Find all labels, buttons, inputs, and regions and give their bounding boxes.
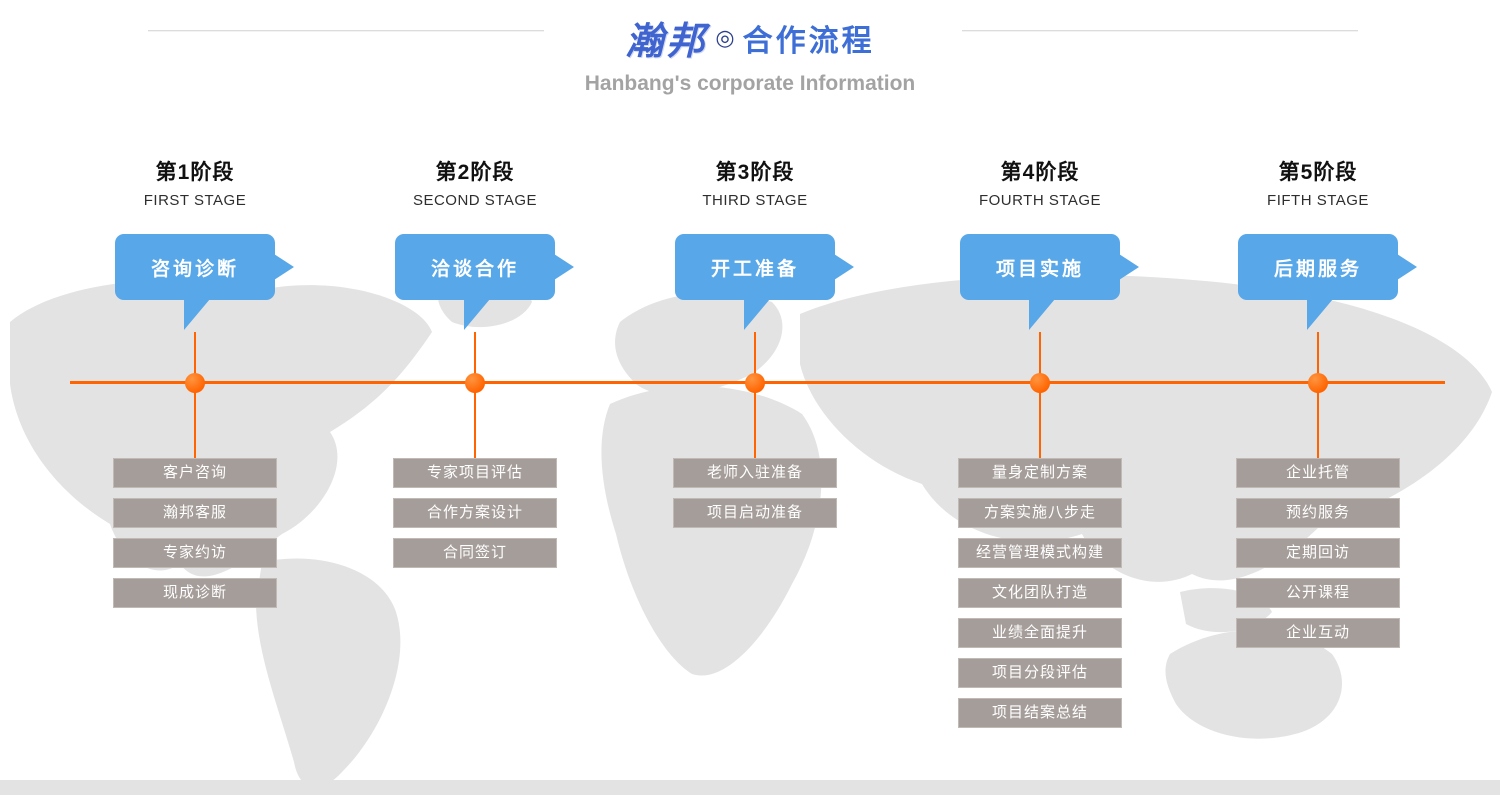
process-item: 项目分段评估 bbox=[958, 658, 1122, 688]
bubble-label: 后期服务 bbox=[1273, 258, 1362, 280]
process-item: 老师入驻准备 bbox=[673, 458, 837, 488]
page-title: 合作流程 bbox=[742, 24, 875, 58]
stage-number: 第4阶段 bbox=[1000, 161, 1080, 184]
process-item: 合作方案设计 bbox=[393, 498, 557, 528]
bubble-tail-icon bbox=[464, 299, 490, 330]
bubble-label: 项目实施 bbox=[995, 258, 1084, 280]
connector-line-bottom bbox=[194, 392, 196, 458]
bubble-label: 咨询诊断 bbox=[150, 258, 239, 280]
stage-items: 专家项目评估 合作方案设计 合同签订 bbox=[393, 458, 557, 578]
stage-name-en: THIRD STAGE bbox=[702, 192, 808, 209]
timeline-dot bbox=[1308, 373, 1328, 393]
process-item: 业绩全面提升 bbox=[958, 618, 1122, 648]
process-item: 客户咨询 bbox=[113, 458, 277, 488]
bubble-tail-icon bbox=[1029, 299, 1055, 330]
timeline-dot bbox=[465, 373, 485, 393]
bubble-tail-icon bbox=[1307, 299, 1333, 330]
stage-name-en: FOURTH STAGE bbox=[978, 192, 1102, 209]
process-item: 量身定制方案 bbox=[958, 458, 1122, 488]
stage-items: 老师入驻准备 项目启动准备 bbox=[673, 458, 837, 538]
process-item: 专家项目评估 bbox=[393, 458, 557, 488]
stage-name-en: FIRST STAGE bbox=[143, 192, 247, 209]
connector-line-bottom bbox=[474, 392, 476, 458]
stage-bubble: 洽谈合作 bbox=[395, 234, 574, 300]
process-item: 预约服务 bbox=[1236, 498, 1400, 528]
arrow-right-icon bbox=[274, 254, 294, 280]
stage-number: 第2阶段 bbox=[435, 161, 515, 184]
stage-column-2: 第2阶段 SECOND STAGE 洽谈合作 专家项目评估 合作方案设计 合同签… bbox=[360, 160, 590, 780]
arrow-right-icon bbox=[834, 254, 854, 280]
timeline-dot bbox=[185, 373, 205, 393]
stage-bubble: 咨询诊断 bbox=[115, 234, 294, 300]
process-item: 合同签订 bbox=[393, 538, 557, 568]
connector-line-bottom bbox=[754, 392, 756, 458]
bubble-tail-icon bbox=[744, 299, 770, 330]
arrow-right-icon bbox=[1397, 254, 1417, 280]
arrow-right-icon bbox=[554, 254, 574, 280]
stage-items: 客户咨询 瀚邦客服 专家约访 现成诊断 bbox=[113, 458, 277, 618]
process-item: 企业托管 bbox=[1236, 458, 1400, 488]
process-item: 文化团队打造 bbox=[958, 578, 1122, 608]
process-item: 项目结案总结 bbox=[958, 698, 1122, 728]
connector-line-bottom bbox=[1039, 392, 1041, 458]
process-item: 项目启动准备 bbox=[673, 498, 837, 528]
bubble-label: 开工准备 bbox=[710, 258, 799, 280]
stage-column-3: 第3阶段 THIRD STAGE 开工准备 老师入驻准备 项目启动准备 bbox=[640, 160, 870, 780]
bubble-tail-icon bbox=[184, 299, 210, 330]
timeline-dot bbox=[1030, 373, 1050, 393]
stage-bubble: 后期服务 bbox=[1238, 234, 1417, 300]
connector-line-top bbox=[1317, 332, 1319, 382]
stage-column-5: 第5阶段 FIFTH STAGE 后期服务 企业托管 预约服务 定期回访 公开课… bbox=[1203, 160, 1433, 780]
stage-name-en: FIFTH STAGE bbox=[1267, 192, 1369, 209]
stage-column-1: 第1阶段 FIRST STAGE 咨询诊断 客户咨询 瀚邦客服 专家约访 现成诊… bbox=[80, 160, 310, 780]
page-subtitle: Hanbang's corporate Information bbox=[584, 72, 916, 95]
stage-column-4: 第4阶段 FOURTH STAGE 项目实施 量身定制方案 方案实施八步走 经营… bbox=[925, 160, 1155, 780]
bubble-label: 洽谈合作 bbox=[430, 258, 519, 280]
stage-bubble: 项目实施 bbox=[960, 234, 1139, 300]
stage-number: 第5阶段 bbox=[1278, 161, 1358, 184]
stage-number: 第3阶段 bbox=[715, 161, 795, 184]
process-item: 经营管理模式构建 bbox=[958, 538, 1122, 568]
stage-number: 第1阶段 bbox=[155, 161, 235, 184]
process-item: 专家约访 bbox=[113, 538, 277, 568]
process-item: 公开课程 bbox=[1236, 578, 1400, 608]
connector-line-top bbox=[1039, 332, 1041, 382]
process-item: 企业互动 bbox=[1236, 618, 1400, 648]
title-row: 瀚邦 ◎ 合作流程 bbox=[0, 0, 1500, 65]
process-item: 定期回访 bbox=[1236, 538, 1400, 568]
process-item: 瀚邦客服 bbox=[113, 498, 277, 528]
logo-mark-icon: ◎ bbox=[715, 24, 735, 50]
connector-line-bottom bbox=[1317, 392, 1319, 458]
stage-name-en: SECOND STAGE bbox=[412, 192, 538, 209]
page-header: 瀚邦 ◎ 合作流程 Hanbang's corporate Informatio… bbox=[0, 0, 1500, 96]
connector-line-top bbox=[194, 332, 196, 382]
connector-line-top bbox=[754, 332, 756, 382]
process-item: 方案实施八步走 bbox=[958, 498, 1122, 528]
timeline-dot bbox=[745, 373, 765, 393]
stage-items: 企业托管 预约服务 定期回访 公开课程 企业互动 bbox=[1236, 458, 1400, 658]
decorative-line-right bbox=[962, 30, 1358, 32]
arrow-right-icon bbox=[1119, 254, 1139, 280]
stage-items: 量身定制方案 方案实施八步走 经营管理模式构建 文化团队打造 业绩全面提升 项目… bbox=[958, 458, 1122, 738]
stage-bubble: 开工准备 bbox=[675, 234, 854, 300]
process-item: 现成诊断 bbox=[113, 578, 277, 608]
connector-line-top bbox=[474, 332, 476, 382]
decorative-line-left bbox=[148, 30, 544, 32]
brand-logo: 瀚邦 bbox=[625, 21, 708, 63]
